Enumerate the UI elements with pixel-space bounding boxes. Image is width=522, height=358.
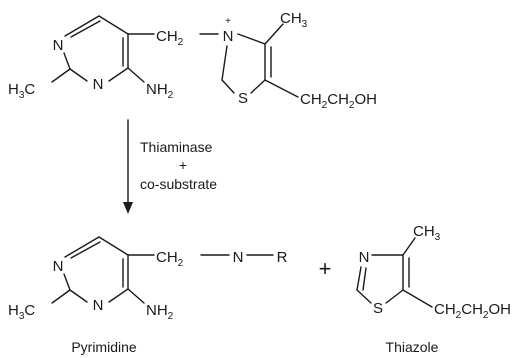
- atom-n-plus: N: [223, 28, 234, 45]
- bond: [127, 288, 145, 304]
- bond: [402, 237, 416, 256]
- bond: [356, 289, 372, 304]
- hydroxyethyl-sub1: 2: [322, 100, 328, 111]
- hydroxyethyl-group: CH2CH2OH: [300, 91, 377, 111]
- bond: [385, 289, 404, 304]
- hydroxyethyl-sub2: 2: [349, 100, 355, 111]
- hydroxyethyl-c2: CH: [327, 91, 349, 108]
- atom-n: N: [359, 249, 370, 266]
- product-thiazole: N S CH3 CH2CH2OH Thiazole: [356, 223, 511, 355]
- methylene-subscript: 2: [178, 258, 184, 269]
- bond: [63, 52, 71, 70]
- bond: [98, 15, 129, 35]
- reaction-arrow: Thiaminase + co-substrate: [123, 119, 217, 214]
- thiazole-caption: Thiazole: [386, 339, 439, 355]
- positive-charge: +: [225, 16, 231, 27]
- hydroxyethyl-group: CH2CH2OH: [434, 301, 511, 321]
- pyrimidine-caption: Pyrimidine: [71, 339, 137, 355]
- bond: [108, 288, 129, 303]
- h3c-h: H: [8, 302, 19, 319]
- arrow-label-enzyme: Thiaminase: [140, 139, 213, 155]
- methyl-group-h3c: H3C: [8, 302, 35, 322]
- hydroxyethyl-c2: CH: [461, 301, 483, 318]
- hydroxyethyl-sub1: 2: [456, 310, 462, 321]
- methylene-group: CH2: [156, 249, 184, 269]
- bond: [250, 79, 266, 94]
- h3c-subscript: 3: [19, 90, 25, 101]
- amino-n: NH: [146, 302, 168, 319]
- bond: [362, 267, 367, 291]
- methyl-group: CH3: [413, 223, 441, 243]
- hydroxyethyl-sub2: 2: [483, 310, 489, 321]
- methylene-subscript: 2: [178, 37, 184, 48]
- bond: [63, 273, 71, 291]
- bond: [51, 289, 71, 304]
- h3c-c: C: [24, 302, 35, 319]
- hydroxyethyl-c1: CH: [434, 301, 456, 318]
- methyl-group-h3c: H3C: [8, 81, 35, 101]
- methyl-c: CH: [413, 223, 435, 240]
- hydroxyethyl-oh: OH: [354, 91, 377, 108]
- hydroxyethyl-oh: OH: [488, 301, 511, 318]
- bond: [237, 33, 266, 45]
- bond: [70, 241, 101, 259]
- arrow-head: [123, 202, 133, 214]
- atom-s: S: [373, 300, 383, 317]
- methyl-subscript: 3: [435, 232, 441, 243]
- atom-n: N: [53, 37, 64, 54]
- amino-n: NH: [146, 81, 168, 98]
- bond: [51, 68, 71, 83]
- methyl-c: CH: [280, 10, 302, 27]
- bond: [127, 67, 145, 83]
- bond: [108, 67, 129, 82]
- methyl-subscript: 3: [302, 19, 308, 30]
- bond: [69, 68, 88, 82]
- arrow-label-cosubstrate: co-substrate: [140, 176, 217, 192]
- methyl-group: CH3: [280, 10, 308, 30]
- atom-n-linker: N: [233, 249, 244, 266]
- pyrimidine-bonds: [51, 236, 274, 304]
- bond: [264, 79, 299, 98]
- amino-subscript: 2: [168, 90, 174, 101]
- bond: [264, 23, 284, 45]
- r-group: R: [277, 249, 288, 266]
- bond: [98, 236, 129, 256]
- plus-sign: +: [319, 256, 332, 281]
- h3c-subscript: 3: [19, 311, 25, 322]
- methylene-group: CH2: [156, 28, 184, 48]
- arrow-label-plus: +: [179, 157, 187, 173]
- reactant-thiamine: N N CH2 N + CH3 S H3C NH2 CH2CH2OH: [8, 10, 377, 111]
- methylene-c: CH: [156, 28, 178, 45]
- product-pyrimidine: N N CH2 N R H3C NH2 Pyrimidine: [8, 236, 288, 355]
- amino-group: NH2: [146, 81, 174, 101]
- atom-n: N: [53, 258, 64, 275]
- hydroxyethyl-c1: CH: [300, 91, 322, 108]
- bond: [356, 266, 362, 291]
- bond: [221, 79, 235, 94]
- amino-group: NH2: [146, 302, 174, 322]
- bond: [70, 20, 101, 38]
- thiazole-bonds: [356, 237, 433, 308]
- amino-subscript: 2: [168, 311, 174, 322]
- atom-s: S: [238, 90, 248, 107]
- h3c-c: C: [24, 81, 35, 98]
- bond: [402, 289, 433, 308]
- methylene-c: CH: [156, 249, 178, 266]
- bond: [64, 15, 100, 37]
- h3c-h: H: [8, 81, 19, 98]
- bond: [64, 236, 100, 258]
- reactant-bonds: [51, 15, 299, 98]
- bond: [69, 289, 88, 303]
- atom-n: N: [93, 76, 104, 93]
- atom-n: N: [93, 297, 104, 314]
- bond: [221, 45, 228, 81]
